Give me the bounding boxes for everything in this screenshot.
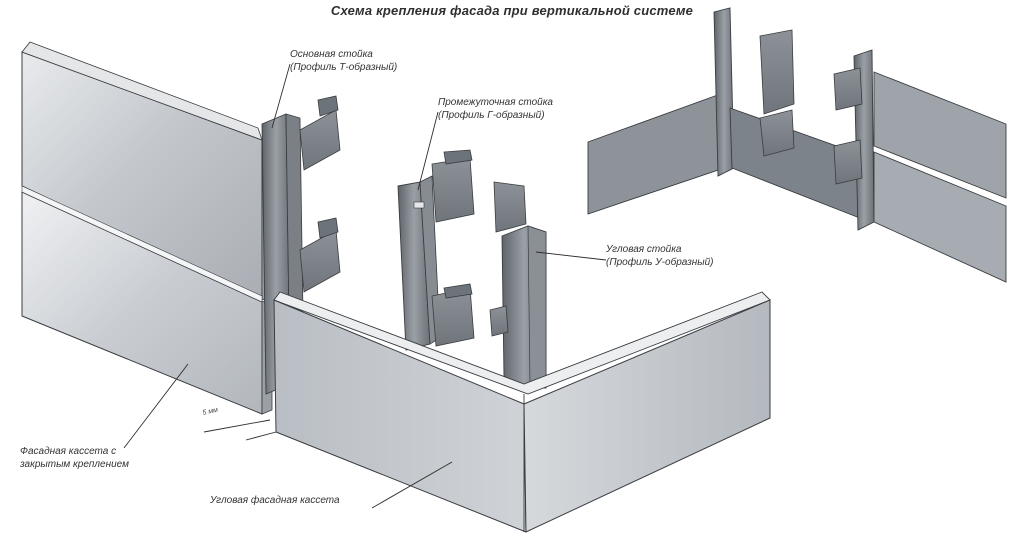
diagram-title: Схема крепления фасада при вертикальной … [330,3,694,18]
label-main-post: Основная стойка (Профиль Т-образный) [290,48,397,74]
label-intermediate-post: Промежуточная стойка (Профиль Г-образный… [438,96,553,122]
label-main-post-line1: Основная стойка [290,49,373,60]
rear-view-assembly [587,7,1007,283]
bracket-intermediate-lower [431,283,475,347]
label-corner-post-line1: Угловая стойка [606,244,682,255]
bracket-corner-upper [493,181,527,233]
bracket-main-lower [299,217,341,293]
bracket-main-upper [299,95,341,171]
label-intermediate-post-line2: (Профиль Г-образный) [438,110,545,121]
leader-lines [123,63,607,509]
label-facade-cassette-line2: закрытым креплением [20,459,129,470]
intermediate-g-post [397,175,441,351]
label-corner-cassette-line1: Угловая фасадная кассета [210,495,340,506]
corner-facade-cassette [273,291,771,533]
label-intermediate-post-line1: Промежуточная стойка [438,97,553,108]
label-corner-cassette: Угловая фасадная кассета [210,494,340,507]
bracket-corner-lower [489,305,509,337]
label-main-post-line2: (Профиль Т-образный) [290,62,398,73]
label-facade-cassette-line1: Фасадная кассета с [20,446,117,457]
label-corner-post-line2: (Профиль У-образный) [606,257,714,268]
bracket-intermediate-upper [431,149,475,223]
label-facade-cassette: Фасадная кассета с закрытым креплением [20,445,129,471]
label-corner-post: Угловая стойка (Профиль У-образный) [606,243,714,269]
corner-u-post [501,225,547,389]
